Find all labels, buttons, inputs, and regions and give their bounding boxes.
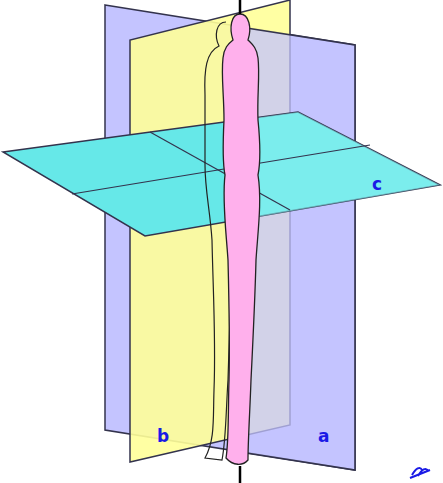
human-figure: [222, 14, 260, 464]
transverse-plane: [3, 112, 440, 236]
transverse-plane-front: [240, 112, 440, 220]
intersection-line: [150, 132, 290, 210]
vertical-axis: [239, 0, 242, 14]
logo-mark: [410, 468, 430, 478]
intersection-line: [72, 145, 370, 194]
vertical-axis: [239, 466, 242, 483]
plane-label: c: [372, 176, 382, 193]
plane-label: b: [157, 428, 169, 445]
plane-label: a: [318, 428, 329, 445]
